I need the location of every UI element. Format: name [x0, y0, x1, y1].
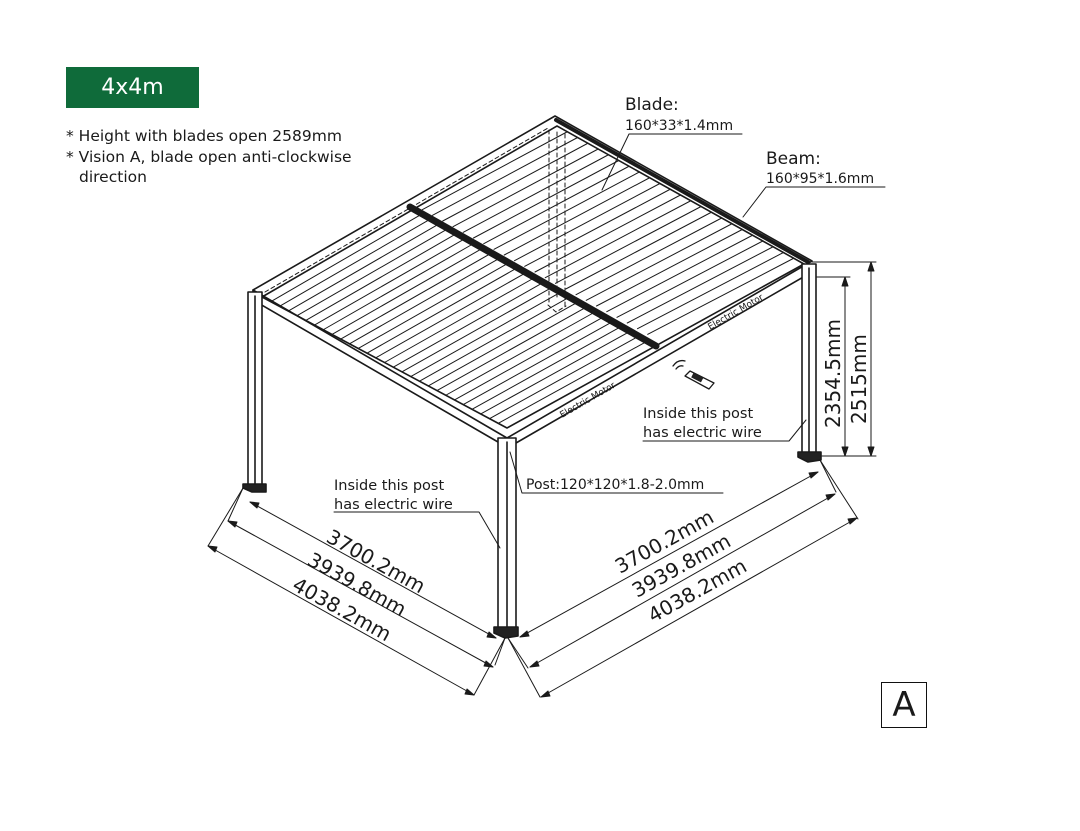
blade: [626, 246, 774, 324]
blade: [647, 257, 795, 335]
note-vision: * Vision A, blade open anti-clockwise: [66, 147, 352, 166]
blade: [445, 311, 595, 396]
blade: [454, 316, 604, 401]
variant-box: A: [881, 682, 927, 728]
blade: [384, 278, 534, 363]
blade: [483, 165, 630, 245]
blade: [270, 215, 420, 303]
blade: [534, 194, 681, 273]
blades-left: [270, 215, 648, 424]
blade: [392, 282, 543, 368]
blade: [637, 252, 784, 330]
blade: [452, 148, 599, 228]
blade: [340, 253, 490, 340]
post-left: [242, 291, 267, 493]
blade: [432, 137, 579, 216]
blade: [503, 177, 651, 256]
blade: [410, 292, 560, 378]
blade: [436, 306, 587, 392]
blade: [349, 258, 499, 345]
blade: [585, 223, 733, 301]
blade: [606, 234, 754, 313]
blade-title: Blade:: [625, 95, 679, 115]
blade-spec: 160*33*1.4mm: [625, 118, 733, 134]
dim-height-clear: 2354.5mm: [821, 319, 845, 428]
blade: [575, 217, 723, 296]
blade: [473, 160, 620, 239]
blade: [565, 211, 712, 290]
blade: [514, 183, 661, 262]
blade: [322, 244, 472, 331]
blade: [421, 131, 568, 211]
blade: [489, 335, 639, 420]
wire-note-left-line2: has electric wire: [334, 497, 453, 513]
leader-lines: [333, 133, 886, 549]
blade: [462, 321, 613, 406]
post-right: [797, 263, 822, 463]
blade: [287, 224, 437, 312]
size-badge: 4x4m: [66, 67, 199, 108]
post-front: [493, 437, 519, 639]
blade: [480, 331, 631, 415]
note-height: * Height with blades open 2589mm: [66, 127, 342, 145]
blade: [497, 340, 648, 424]
blade: [544, 200, 692, 279]
blade: [596, 229, 743, 307]
beam-title: Beam:: [766, 149, 821, 169]
beam-spec: 160*95*1.6mm: [766, 171, 874, 187]
blade: [357, 263, 508, 349]
wire-note-left-line1: Inside this post: [334, 478, 444, 494]
post-spec: Post:120*120*1.8-2.0mm: [526, 477, 704, 493]
blade: [314, 239, 464, 326]
remote-control-icon: [672, 359, 715, 390]
notes: * Height with blades open 2589mm * Visio…: [66, 126, 352, 188]
blade: [305, 234, 455, 321]
wire-note-right-line1: Inside this post: [643, 406, 753, 422]
blade: [427, 302, 578, 387]
blade: [616, 240, 764, 318]
back-post-hidden: [264, 127, 567, 313]
blade: [555, 206, 702, 284]
blade: [279, 220, 429, 307]
blade: [366, 268, 516, 354]
blades-right: [421, 131, 795, 335]
back-beam: [554, 118, 810, 264]
height-dimension-lines: [811, 261, 877, 457]
blade: [419, 297, 569, 382]
wire-note-right-line2: has electric wire: [643, 425, 762, 441]
dim-height-total: 2515mm: [847, 334, 871, 424]
blade: [442, 142, 589, 222]
blade: [471, 326, 622, 410]
center-beam: [406, 203, 660, 350]
blade: [375, 273, 525, 359]
blade: [462, 154, 609, 233]
blade: [331, 249, 481, 335]
blade: [401, 287, 552, 373]
blade: [296, 229, 446, 317]
blade: [493, 171, 640, 250]
note-vision-continued: direction: [79, 168, 147, 186]
dimension-lines-right: [507, 459, 859, 698]
dimension-lines-left: [207, 487, 506, 696]
